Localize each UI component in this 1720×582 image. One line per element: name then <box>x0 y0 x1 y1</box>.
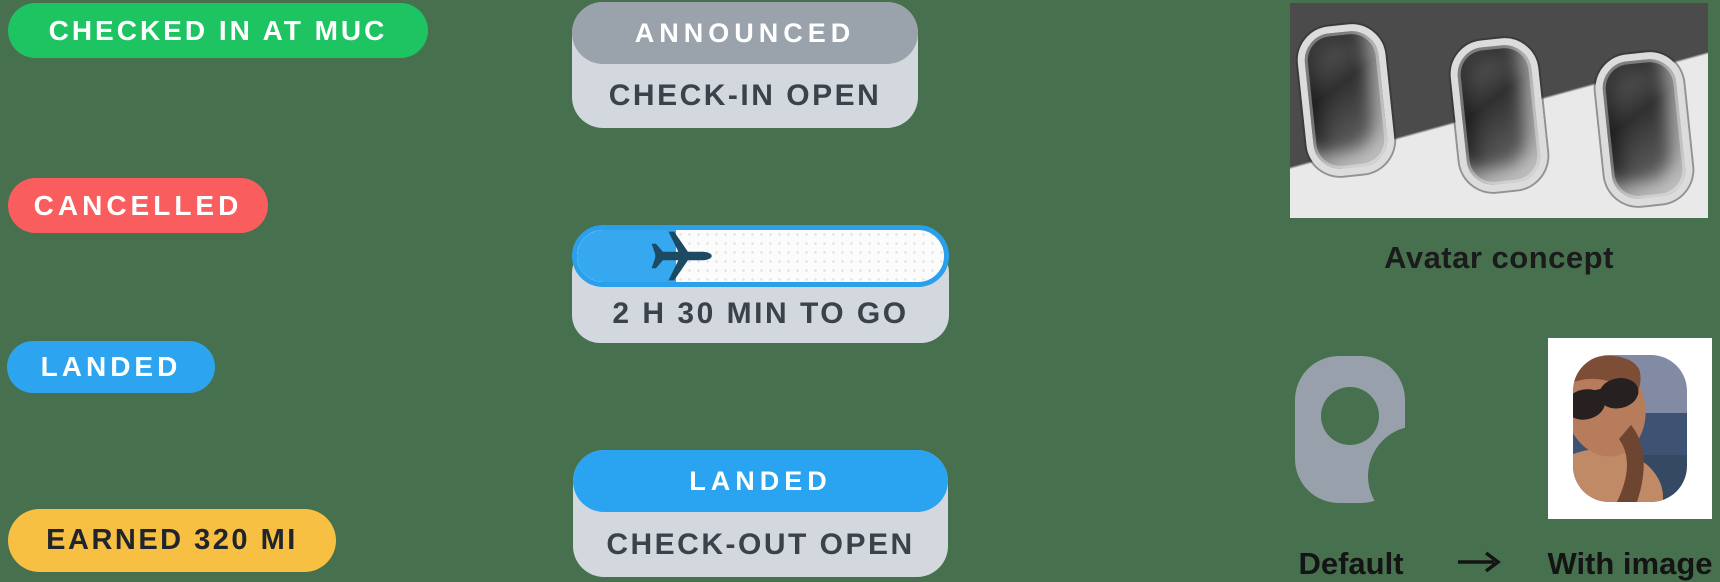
status-card-announced: ANNOUNCED CHECK-IN OPEN <box>572 2 918 128</box>
avatar-concept-caption: Avatar concept <box>1384 240 1614 275</box>
avatar-with-image-label: With image <box>1547 546 1713 581</box>
status-card-landed: LANDED CHECK-OUT OPEN <box>573 450 948 577</box>
status-card-announced-badge: ANNOUNCED <box>572 2 918 64</box>
avatar-default-placeholder <box>1295 356 1405 503</box>
status-card-announced-sublabel: CHECK-IN OPEN <box>608 79 882 112</box>
airplane-window-icon <box>1592 48 1696 210</box>
status-badge-checked-in: CHECKED IN AT MUC <box>8 3 428 58</box>
airplane-windows-photo <box>1290 3 1708 218</box>
airplane-window-icon <box>1447 34 1551 196</box>
status-badge-landed: LANDED <box>7 341 215 393</box>
status-card-landed-badge: LANDED <box>573 450 948 512</box>
avatar-with-image-card <box>1548 338 1712 519</box>
arrow-right-icon <box>1458 551 1501 573</box>
airplane-window-icon <box>1294 20 1398 180</box>
avatar-default-label: Default <box>1298 546 1404 581</box>
flight-progress-bar <box>572 225 949 287</box>
avatar-photo <box>1573 355 1687 502</box>
status-card-landed-sublabel: CHECK-OUT OPEN <box>606 527 915 561</box>
airplane-icon <box>651 231 712 281</box>
status-badge-earned-miles: EARNED 320 MI <box>8 509 336 572</box>
status-badge-cancelled: CANCELLED <box>8 178 268 233</box>
flight-progress-card: 2 H 30 MIN TO GO <box>572 225 949 343</box>
